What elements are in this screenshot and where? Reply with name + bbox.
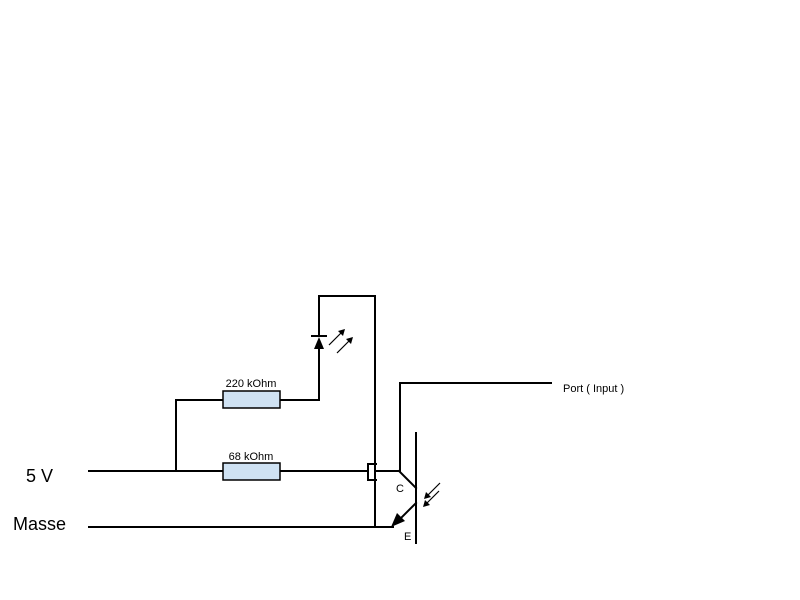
resistor-68k: 68 kOhm [222, 451, 281, 481]
resistor-220k-label: 220 kOhm [226, 378, 277, 390]
port-wire [399, 382, 552, 472]
collector-label: C [396, 483, 404, 495]
led-icon [311, 295, 353, 354]
supply-rail [88, 463, 399, 481]
resistor-branch-wire [175, 348, 320, 472]
resistor-68k-label: 68 kOhm [229, 451, 274, 463]
port-label: Port ( Input ) [563, 383, 624, 395]
ground-label: Masse [13, 514, 66, 534]
emitter-label: E [404, 531, 411, 543]
led-return-wire [318, 295, 376, 528]
phototransistor-icon [391, 432, 441, 544]
resistor-220k: 220 kOhm [222, 378, 281, 409]
supply-label: 5 V [26, 466, 53, 486]
